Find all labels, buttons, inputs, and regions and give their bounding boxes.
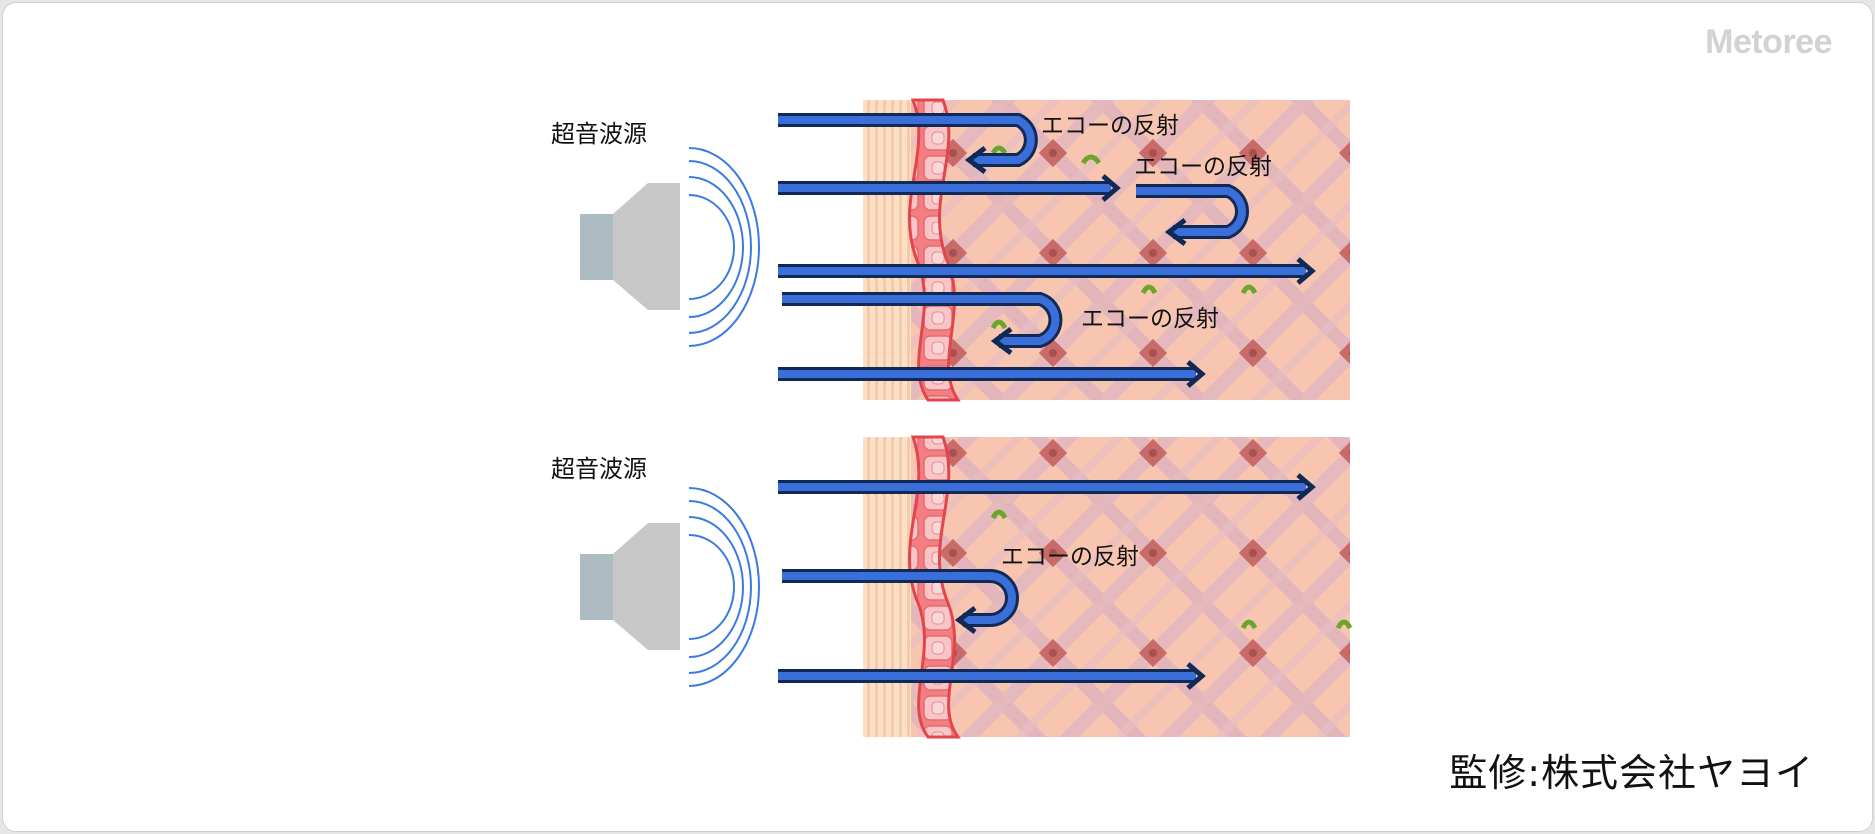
ultrasound-diagram: 超音波源	[551, 98, 1353, 739]
echo-arrow	[782, 292, 1063, 355]
echo-label: エコーの反射	[1001, 544, 1139, 570]
source-label: 超音波源	[551, 455, 647, 483]
ultrasound-source: 超音波源	[551, 455, 760, 687]
ultrasound-arrows	[778, 113, 1316, 388]
echo-arrow	[778, 113, 1038, 174]
ultrasound-arrows	[778, 473, 1316, 690]
speaker-back	[580, 214, 615, 280]
speaker-back	[580, 554, 615, 620]
transmit-arrow	[778, 473, 1316, 501]
transmit-arrow	[778, 257, 1316, 285]
echo-label: エコーの反射	[1081, 306, 1219, 332]
tissue-block	[863, 98, 1350, 402]
sound-waves	[688, 147, 760, 347]
panel-1: 超音波源	[551, 98, 1350, 402]
echo-label: エコーの反射	[1041, 113, 1179, 139]
source-label: 超音波源	[551, 120, 647, 148]
panel-2: 超音波源 エコーの反射	[551, 435, 1353, 739]
speaker-body	[613, 183, 680, 310]
supervision-credit: 監修:株式会社ヤヨイ	[1449, 751, 1814, 795]
transmit-arrow	[778, 360, 1206, 388]
metoree-logo: Metoree	[1705, 23, 1832, 61]
echo-arrow	[782, 569, 1019, 634]
transmit-arrow	[778, 174, 1121, 202]
transmit-arrow	[778, 662, 1206, 690]
echo-arrow	[1136, 184, 1249, 246]
echo-label: エコーの反射	[1134, 154, 1272, 180]
ultrasound-source: 超音波源	[551, 120, 760, 347]
speaker-body	[613, 523, 680, 650]
sound-waves	[688, 487, 760, 687]
